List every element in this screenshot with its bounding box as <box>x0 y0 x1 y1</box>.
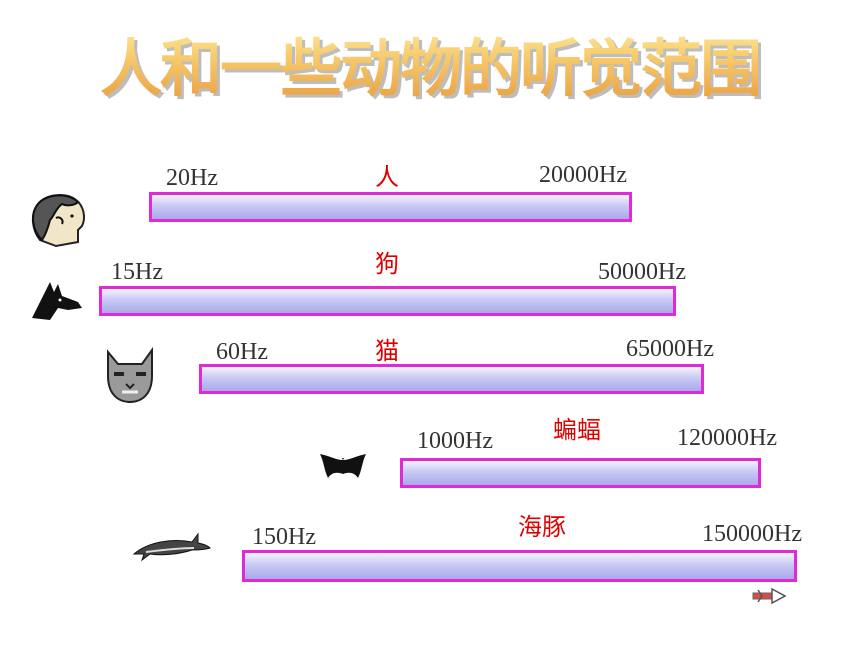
range-high-label: 150000Hz <box>702 521 802 547</box>
range-low-label: 15Hz <box>111 259 163 285</box>
range-low-label: 20Hz <box>166 165 218 191</box>
animal-name: 猫 <box>375 337 399 365</box>
cat-icon <box>107 346 153 404</box>
hearing-range-bar <box>149 192 632 222</box>
animal-name: 狗 <box>375 250 399 278</box>
dog-icon <box>32 282 82 320</box>
hearing-range-bar <box>199 364 704 394</box>
dolphin-icon <box>132 532 211 562</box>
animal-name: 海豚 <box>518 513 566 541</box>
hearing-range-bar <box>400 458 761 488</box>
animal-name: 蝙蝠 <box>553 416 601 444</box>
hearing-range-bar <box>242 550 797 582</box>
page-title: 人和一些动物的听觉范围 <box>0 18 860 108</box>
range-low-label: 60Hz <box>216 339 268 365</box>
range-high-label: 65000Hz <box>626 336 714 362</box>
range-low-label: 150Hz <box>252 524 316 550</box>
animal-name: 人 <box>375 163 399 191</box>
range-high-label: 20000Hz <box>539 162 627 188</box>
range-high-label: 50000Hz <box>598 259 686 285</box>
range-low-label: 1000Hz <box>417 428 493 454</box>
human-head-icon <box>32 194 85 248</box>
hearing-range-bar <box>99 286 676 316</box>
range-high-label: 120000Hz <box>677 425 777 451</box>
bat-icon <box>320 454 366 478</box>
next-arrow-icon[interactable] <box>752 588 786 604</box>
